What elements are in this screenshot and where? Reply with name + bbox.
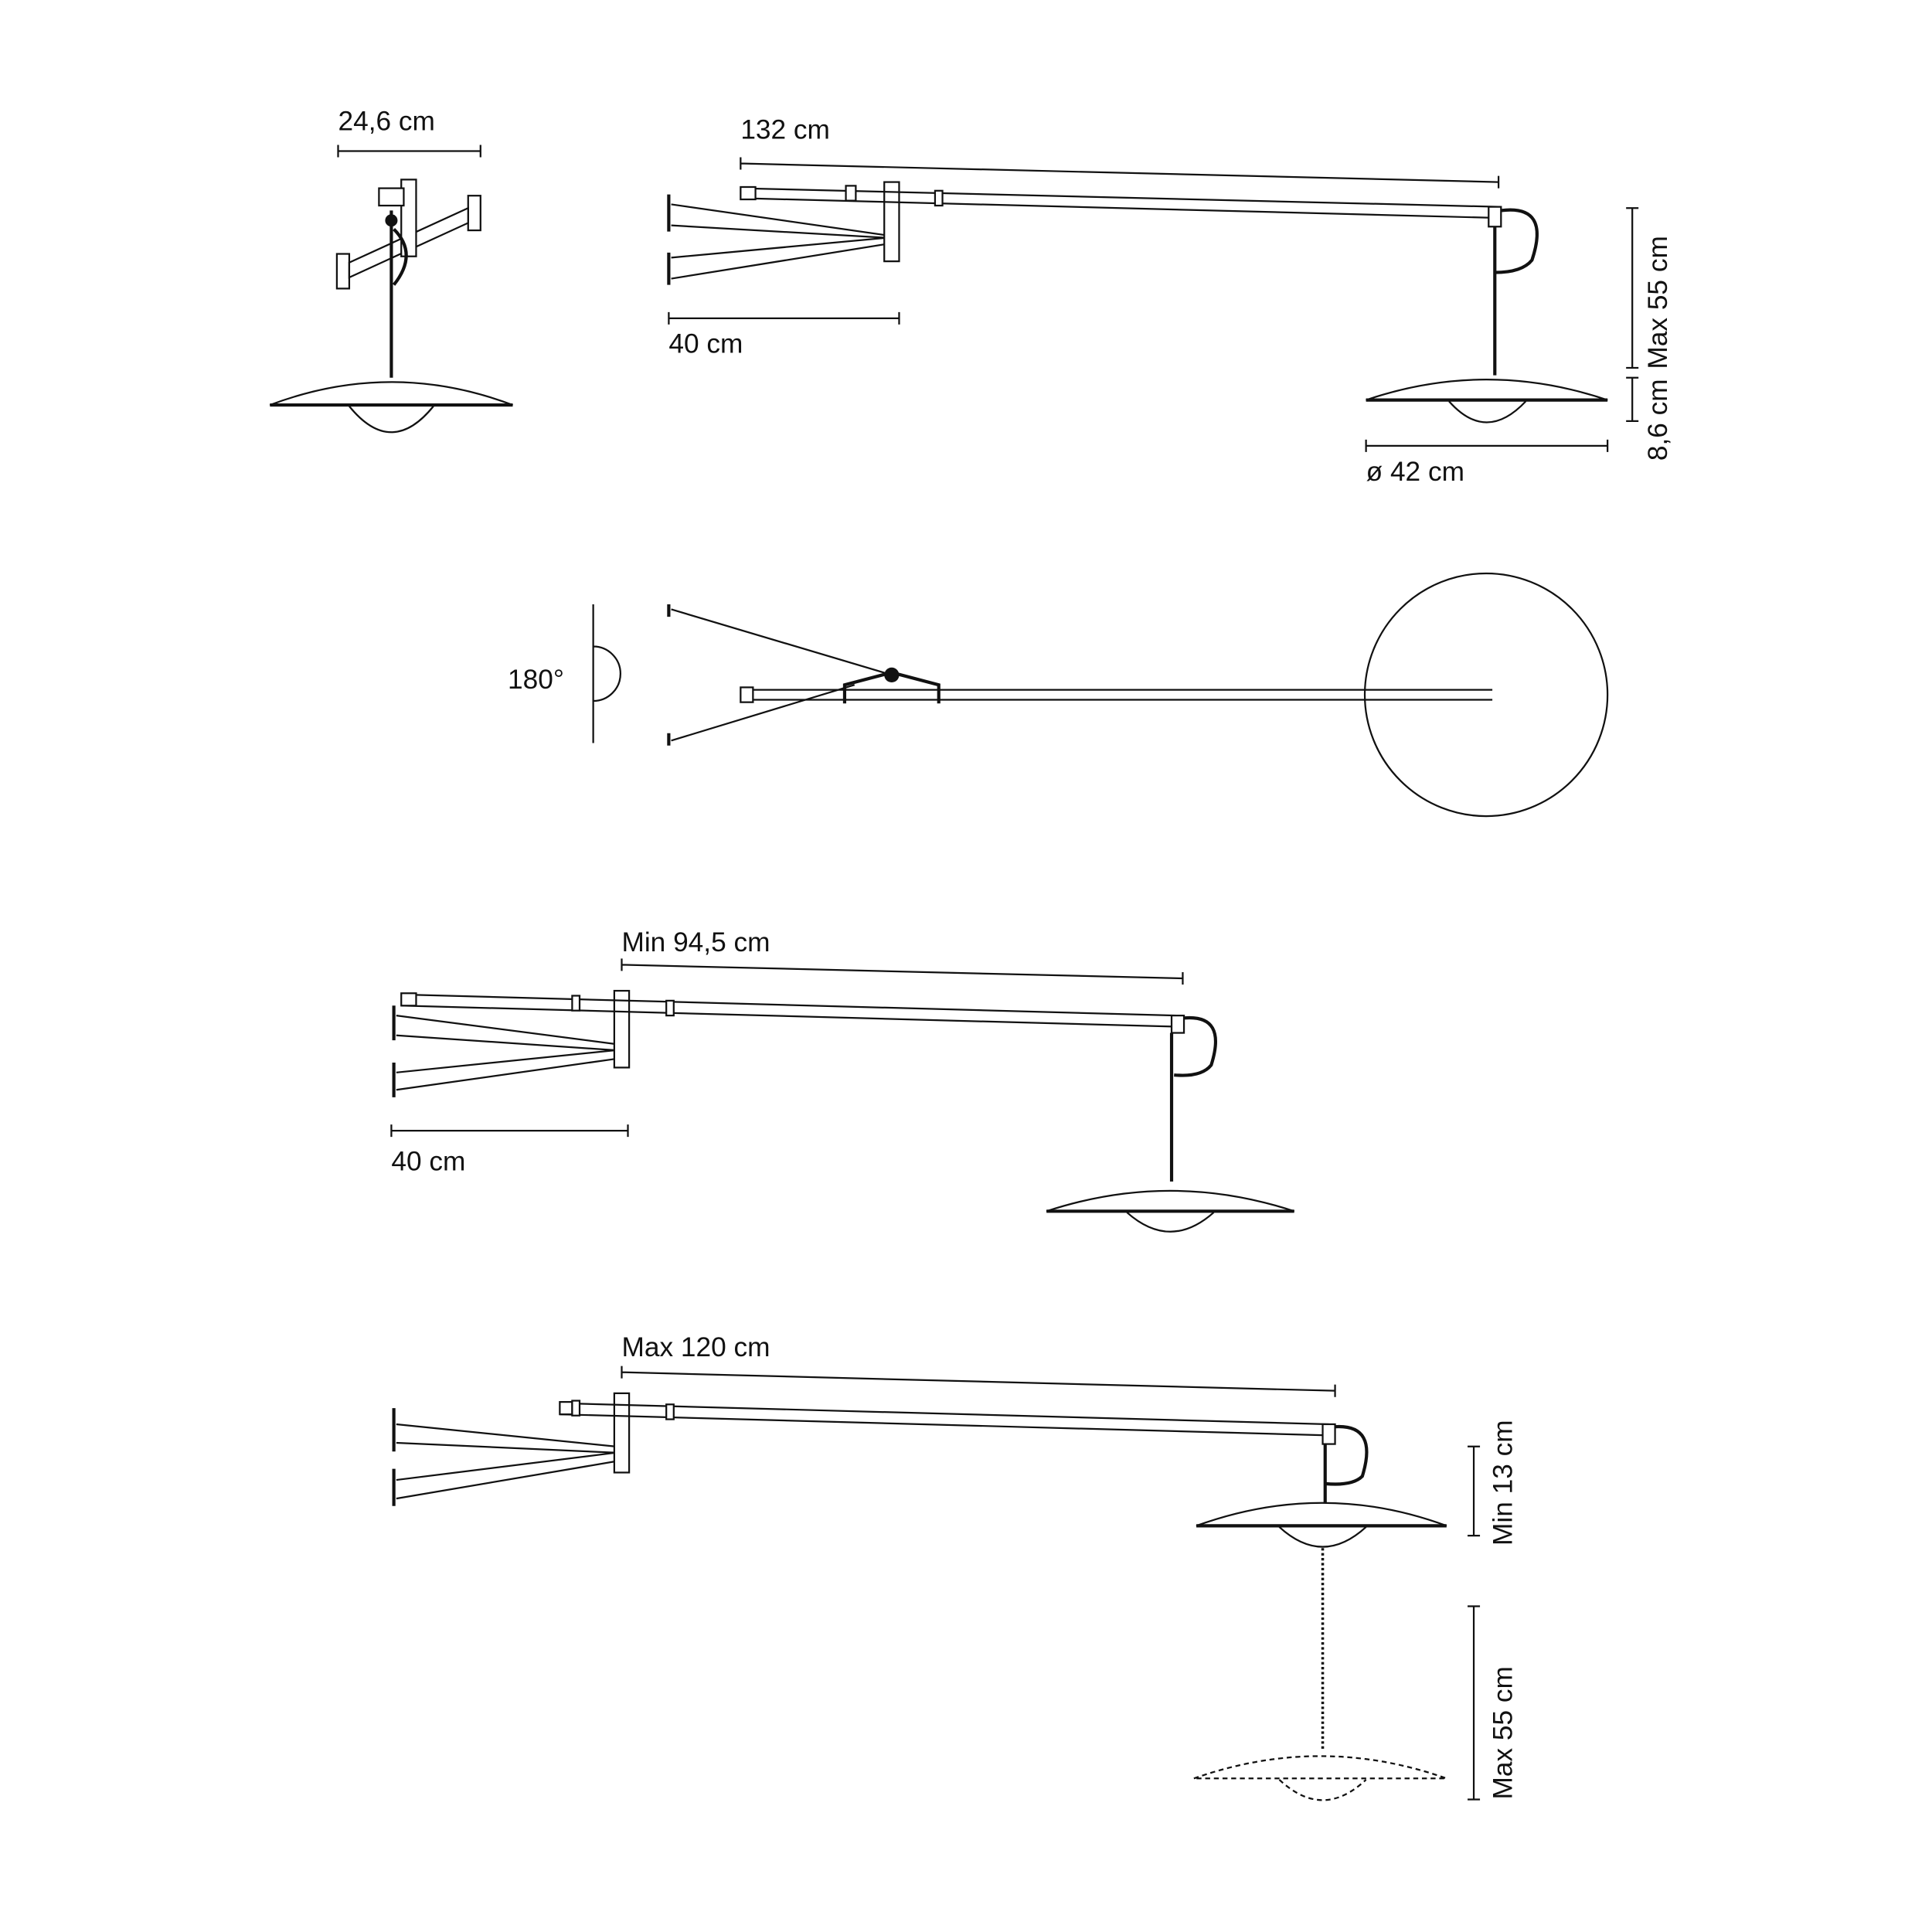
max-drop-label: Max 55 cm (1488, 1666, 1519, 1799)
dimension-line (337, 145, 481, 158)
front-view: 24,6 cm (269, 106, 513, 434)
diameter-label: ø 42 cm (1366, 457, 1464, 487)
shade-height-label: 8,6 cm (1643, 379, 1673, 461)
top-view: 180° (508, 572, 1609, 818)
min-view: Min 94,5 cm 40 cm (390, 927, 1295, 1233)
min-drop-label: Min 13 cm (1488, 1420, 1519, 1546)
width-label: 24,6 cm (338, 106, 435, 136)
max-view: Max 120 cm Min 13 cm Max 55 cm (392, 1332, 1519, 1801)
length-label: 132 cm (740, 114, 830, 145)
drop-label: Max 55 cm (1643, 236, 1673, 369)
min-bracket-depth-label: 40 cm (391, 1146, 465, 1176)
bracket-depth-label: 40 cm (668, 329, 743, 359)
min-length-label: Min 94,5 cm (621, 927, 770, 957)
side-view: 132 cm 40 cm 8,6 cm Max 55 cm ø 42 cm (667, 114, 1673, 487)
dimension-line (740, 157, 1500, 189)
rotation-label: 180° (508, 665, 564, 695)
max-length-label: Max 120 cm (621, 1332, 770, 1362)
